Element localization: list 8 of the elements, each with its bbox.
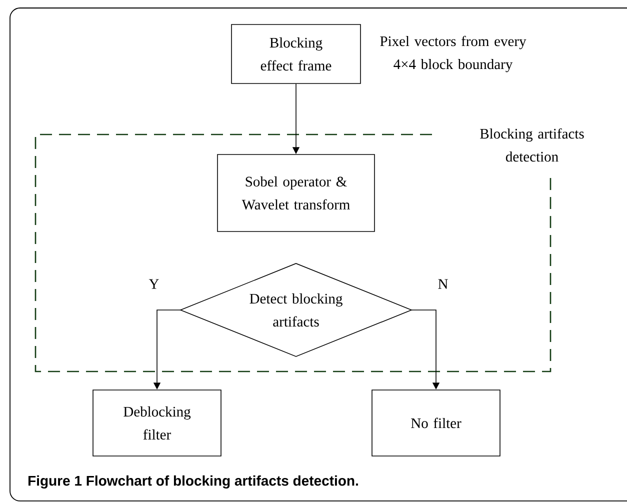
edge-label: N [438,279,448,289]
process-box: Sobel operator & Wavelet transform [217,154,375,232]
edge-label: Y [148,279,159,289]
process-box: Deblocking filter [92,390,222,456]
process-box: Blocking effect frame [231,24,361,84]
note-text: Pixel vectors from every 4×4 block boundary [380,36,526,72]
caption: Figure 1 Flowchart of blocking artifacts detection. [28,475,358,489]
process-box: No filter [372,390,500,456]
